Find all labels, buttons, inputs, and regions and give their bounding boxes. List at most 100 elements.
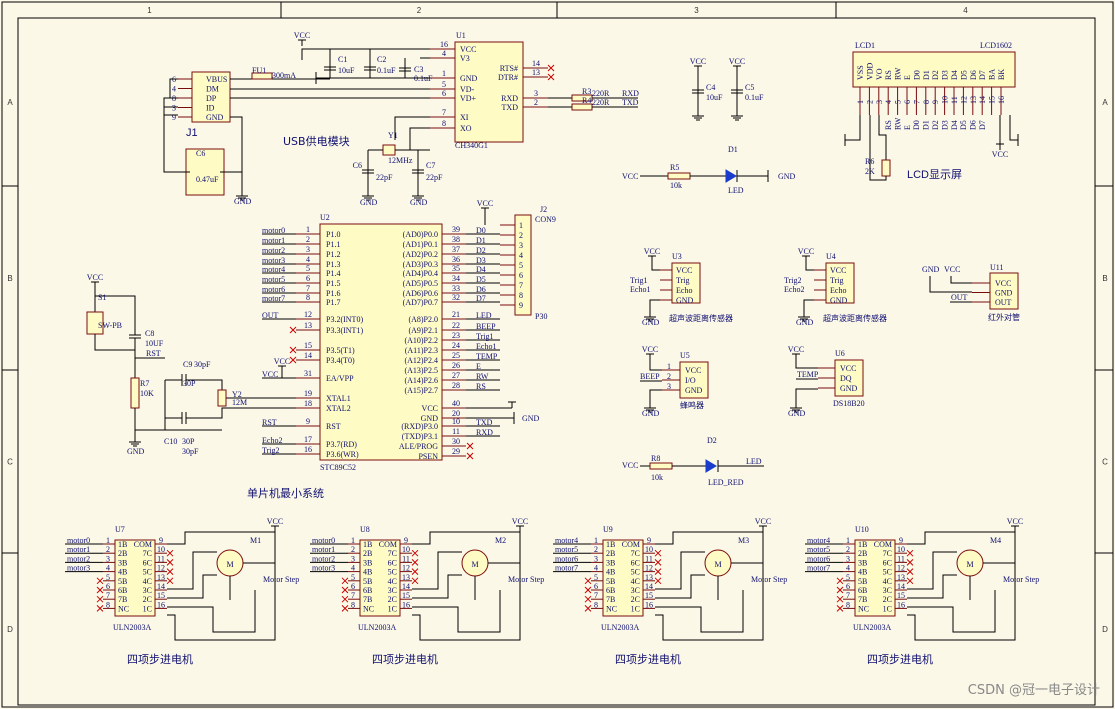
no-connect-mark xyxy=(411,549,419,557)
mcu-net-label: motor3 xyxy=(262,256,285,265)
r5-value: 10k xyxy=(670,181,682,190)
mcu-pin-label: ALE/PROG xyxy=(399,442,438,451)
mcu-pin-number: 6 xyxy=(306,274,310,283)
wire xyxy=(651,262,660,271)
uln-pin-number: 16 xyxy=(897,600,905,609)
c9-ref: C9 xyxy=(183,360,192,369)
uln-pin-label: NC xyxy=(363,604,374,613)
lcd-pin-label: D6 xyxy=(969,70,978,80)
uln-pin-number: 12 xyxy=(645,564,653,573)
ds18b20-desc: DS18B20 xyxy=(833,399,865,408)
uln-pin-label: 5B xyxy=(118,577,127,586)
uln-pin-label: NC xyxy=(118,604,129,613)
uln-pin-number: 5 xyxy=(351,573,355,582)
motor-net-label: motor3 xyxy=(312,564,335,573)
uln-pin-label: 7C xyxy=(631,549,640,558)
resistor-symbol xyxy=(251,72,273,80)
motor-ref: M1 xyxy=(250,536,261,545)
motor-step-label: Motor Step xyxy=(751,575,787,584)
mcu-pin-number: 40 xyxy=(452,399,460,408)
mcu-pin-number: 27 xyxy=(452,371,460,380)
grid-col-label: 3 xyxy=(694,6,699,15)
mcu-pin-number: 8 xyxy=(306,293,310,302)
d1-value: LED xyxy=(728,186,744,195)
ir-body xyxy=(989,272,1019,310)
uln-pin-label: 6B xyxy=(858,586,867,595)
uln-pin-label: 2C xyxy=(143,595,152,604)
grid-row-label: B xyxy=(1102,274,1107,283)
mcu-pin-label: P1.4 xyxy=(326,269,340,278)
no-connect-mark xyxy=(96,586,104,594)
lcd-pin-number: 14 xyxy=(978,96,987,104)
ch340-pin-label: RTS# xyxy=(500,64,518,73)
uln-pin-label: 6C xyxy=(388,558,397,567)
motor-glyph: M xyxy=(966,560,973,569)
c6-value: 22pF xyxy=(376,173,393,182)
mcu-pin-label: RST xyxy=(326,422,341,431)
ir-pin-label: OUT xyxy=(995,298,1012,307)
motor-net-label: motor7 xyxy=(807,564,830,573)
no-connect-mark xyxy=(411,577,419,585)
c4-ref: C4 xyxy=(706,83,715,92)
uln-pin-number: 7 xyxy=(351,591,355,600)
r3-ref: R3 xyxy=(582,87,591,96)
no-connect-mark xyxy=(341,577,349,585)
lcd-pin-label: D0 xyxy=(912,70,921,80)
y2-ref: Y2 xyxy=(232,390,242,399)
c10-ref: C10 xyxy=(164,437,177,446)
uln-pin-label: 2C xyxy=(883,595,892,604)
uln-pin-label: COM xyxy=(622,540,640,549)
gnd-label: GND xyxy=(127,447,145,456)
wire xyxy=(94,288,136,335)
lcd-ref: LCD1 xyxy=(855,41,875,50)
buzzer-pin-number: 3 xyxy=(667,382,671,391)
mcu-net-label: D1 xyxy=(476,236,486,245)
ch340-pin-number: 13 xyxy=(532,68,540,77)
mcu-pin-number: 24 xyxy=(452,341,460,350)
gnd-label: GND xyxy=(778,172,796,181)
uln-pin-label: COM xyxy=(134,540,152,549)
r8-ref: R8 xyxy=(651,454,660,463)
uln-pin-number: 4 xyxy=(351,564,355,573)
mcu-net-label: motor7 xyxy=(262,294,285,303)
fuse-value: 300mA xyxy=(272,71,296,80)
lcd-part: LCD1602 xyxy=(980,41,1012,50)
usb-connector-ref: J1 xyxy=(186,127,198,139)
mcu-net-label: E xyxy=(476,362,481,371)
uln-pin-number: 16 xyxy=(402,600,410,609)
uln2003-ref: U7 xyxy=(115,525,125,534)
ds18b20-pin-label: GND xyxy=(840,384,858,393)
ir-net: OUT xyxy=(951,293,968,302)
mcu-net-label: motor0 xyxy=(262,226,285,235)
uln-pin-label: 7C xyxy=(388,549,397,558)
uln-pin-label: 2C xyxy=(388,595,397,604)
mcu-pin-number: 15 xyxy=(304,341,312,350)
mcu-pin-label: XTAL2 xyxy=(326,404,351,413)
uln2003-part: ULN2003A xyxy=(113,623,151,632)
mcu-net-label: RS xyxy=(476,382,486,391)
y1-ref: Y1 xyxy=(388,131,398,140)
lcd-pin-label: BK xyxy=(997,69,1006,80)
uln-pin-label: 7B xyxy=(118,595,127,604)
vcc-label: VCC xyxy=(274,357,290,366)
wire xyxy=(655,531,763,545)
mcu-pin-number: 12 xyxy=(304,310,312,319)
grid-row-label: A xyxy=(7,98,13,107)
no-connect-mark xyxy=(547,73,555,81)
ultrasonic-net: Trig2 xyxy=(784,276,802,285)
no-connect-mark xyxy=(166,549,174,557)
grid-col-label: 1 xyxy=(147,6,152,15)
wire xyxy=(1009,115,1018,141)
buzzer-pin-number: 2 xyxy=(667,372,671,381)
motor-glyph: M xyxy=(714,560,721,569)
ultrasonic-pin-label: GND xyxy=(676,296,694,305)
mcu-pin-label: (A10)P2.2 xyxy=(404,336,438,345)
mcu-pin-label: (A13)P2.5 xyxy=(404,366,438,375)
mcu-pin-label: (A15)P2.7 xyxy=(404,386,438,395)
uln-pin-label: 1C xyxy=(631,604,640,613)
ch340-pin-label: RXD xyxy=(501,94,518,103)
ch340-pin-number: 8 xyxy=(442,119,446,128)
vcc-label: VCC xyxy=(1007,517,1023,526)
